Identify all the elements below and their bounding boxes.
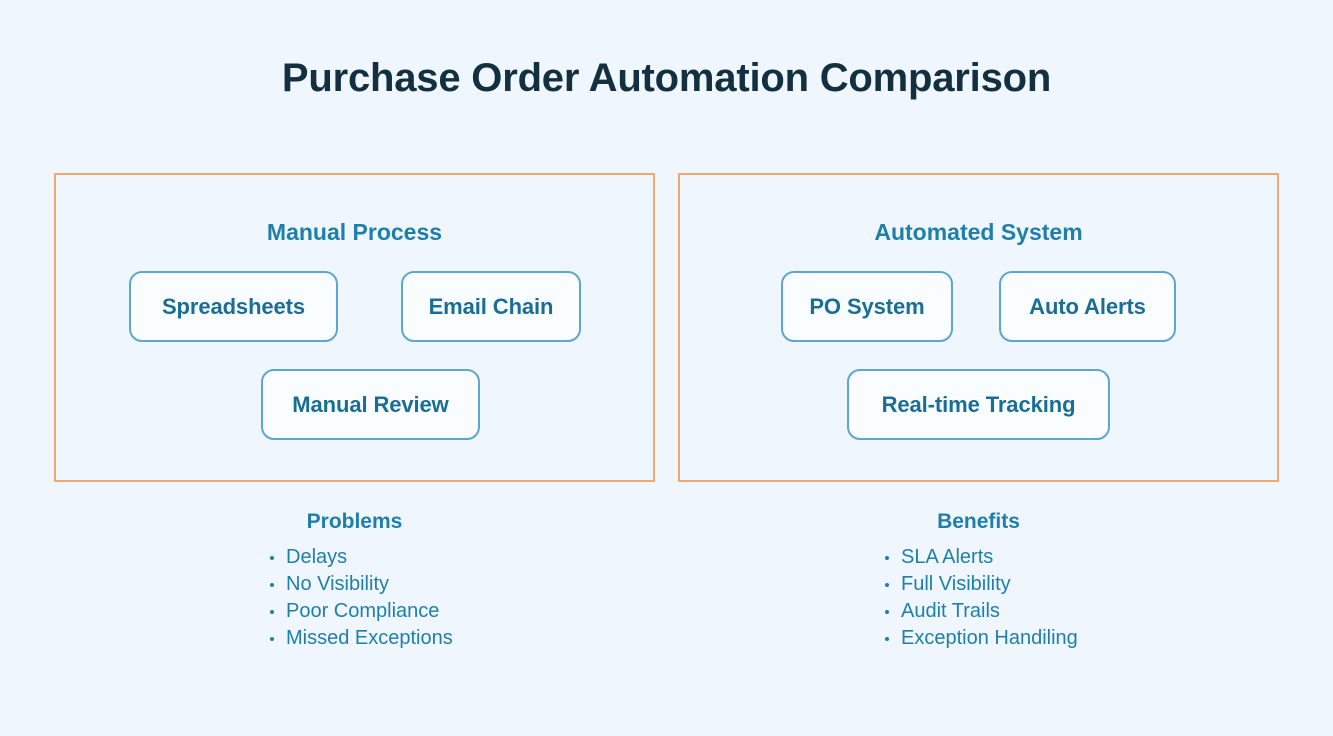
problems-list: Delays No Visibility Poor Compliance Mis… [54,544,655,652]
node-label: Email Chain [428,293,554,319]
node-label: Auto Alerts [1029,293,1146,319]
list-item: Audit Trails [882,598,1279,625]
node-auto-alerts[interactable]: Auto Alerts [999,271,1176,342]
node-email-chain[interactable]: Email Chain [401,271,581,342]
list-block-problems: Problems Delays No Visibility Poor Compl… [54,508,655,652]
node-real-time-tracking[interactable]: Real-time Tracking [847,369,1110,440]
node-po-system[interactable]: PO System [781,271,953,342]
panel-manual-process: Manual Process Spreadsheets Email Chain … [54,173,655,482]
list-title-problems: Problems [306,510,403,533]
node-label: Manual Review [292,391,449,417]
list-item: No Visibility [267,571,655,598]
panel-title-automated-system: Automated System [874,219,1083,245]
node-spreadsheets[interactable]: Spreadsheets [129,271,338,342]
node-manual-review[interactable]: Manual Review [261,369,480,440]
node-label: PO System [809,293,925,319]
list-item: Delays [267,544,655,571]
page-title: Purchase Order Automation Comparison [281,56,1052,100]
panel-title-manual-process: Manual Process [266,219,443,245]
list-block-benefits: Benefits SLA Alerts Full Visibility Audi… [678,508,1279,652]
panel-automated-system: Automated System PO System Auto Alerts R… [678,173,1279,482]
list-title-benefits: Benefits [937,510,1020,533]
node-label: Spreadsheets [161,293,306,319]
node-label: Real-time Tracking [881,391,1076,417]
list-item: Missed Exceptions [267,625,655,652]
benefits-list: SLA Alerts Full Visibility Audit Trails … [678,544,1279,652]
list-item: Full Visibility [882,571,1279,598]
list-item: Exception Handiling [882,625,1279,652]
list-item: SLA Alerts [882,544,1279,571]
list-item: Poor Compliance [267,598,655,625]
